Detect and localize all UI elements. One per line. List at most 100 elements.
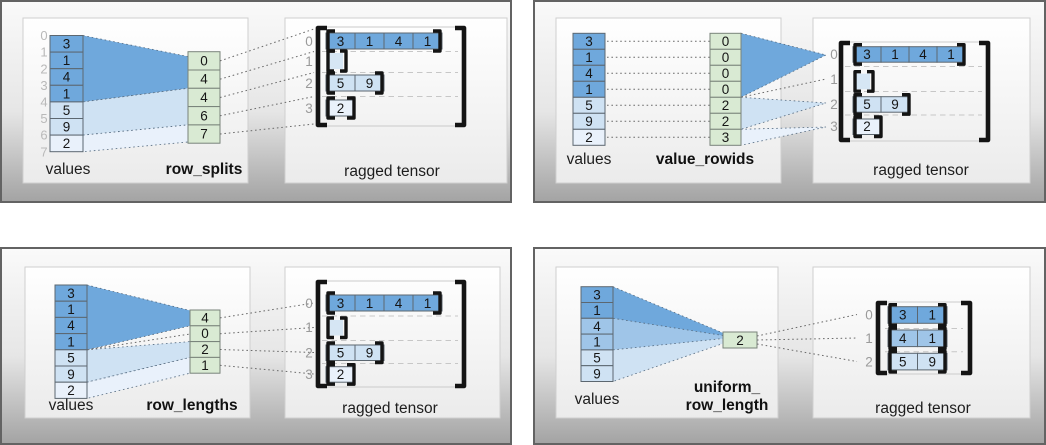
value-cell-text: 5 [63, 103, 71, 118]
svg-text:0: 0 [722, 66, 730, 81]
svg-text:2: 2 [40, 61, 47, 76]
row-splits-column: 0 4 4 6 7 [187, 51, 221, 144]
ragged-tensor: 0 1 2 3 3 1 4 1 5 9 2 [830, 40, 991, 143]
svg-text:3: 3 [40, 78, 47, 93]
tensor-row: 3 1 4 1 [852, 43, 966, 66]
connector-dotted-lines [219, 302, 315, 375]
param-label: row_lengths [146, 397, 237, 414]
svg-text:2: 2 [305, 345, 313, 360]
tensor-label: ragged tensor [875, 400, 971, 417]
value-cell-text: 2 [63, 136, 71, 151]
tensor-row-empty [326, 316, 348, 340]
values-column: 3 1 4 1 5 9 [580, 286, 614, 382]
param-cell-text: 4 [200, 72, 208, 87]
svg-text:1: 1 [947, 47, 955, 62]
svg-text:1: 1 [424, 34, 432, 49]
svg-text:2: 2 [722, 114, 730, 129]
svg-text:9: 9 [366, 76, 374, 91]
connector-dotted-lines [219, 28, 315, 135]
svg-text:0: 0 [305, 296, 313, 311]
tensor-right-bracket [961, 300, 973, 376]
svg-text:3: 3 [722, 130, 730, 145]
ragged-tensor: 0 1 2 3 3 1 4 1 5 9 [305, 25, 467, 128]
svg-text:1: 1 [929, 308, 937, 323]
param-label-line2: row_length [686, 397, 769, 414]
tensor-row-empty [853, 70, 875, 93]
svg-text:6: 6 [40, 128, 47, 143]
svg-text:0: 0 [722, 34, 730, 49]
value-cell-text: 3 [63, 37, 71, 52]
svg-text:4: 4 [40, 95, 47, 110]
values-label: values [575, 391, 620, 408]
svg-text:3: 3 [337, 296, 345, 311]
svg-text:5: 5 [67, 351, 75, 366]
svg-text:3: 3 [830, 119, 838, 134]
tensor-right-bracket [455, 279, 467, 389]
svg-text:5: 5 [593, 351, 601, 366]
tensor-row: 4 1 [887, 326, 948, 351]
svg-text:4: 4 [585, 66, 593, 81]
svg-text:1: 1 [201, 358, 209, 373]
svg-text:1: 1 [366, 296, 374, 311]
values-column: 3 1 4 1 5 9 2 [54, 284, 88, 399]
row-lengths-column: 4 0 2 1 [189, 309, 221, 374]
svg-text:0: 0 [40, 28, 47, 43]
svg-text:1: 1 [593, 303, 601, 318]
panel-uniform-row-length: 3 1 4 1 5 9 2 0 1 2 3 1 4 [533, 247, 1046, 445]
tensor-row: 3 1 4 1 [325, 291, 443, 315]
svg-text:2: 2 [337, 101, 345, 116]
svg-text:2: 2 [863, 119, 871, 134]
value-cell-text: 4 [63, 70, 71, 85]
svg-text:1: 1 [593, 335, 601, 350]
tensor-row: 3 1 4 1 [325, 29, 443, 53]
tensor-left-bracket [315, 25, 327, 128]
tensor-row: 2 [325, 363, 356, 386]
svg-text:3: 3 [863, 47, 871, 62]
svg-text:3: 3 [305, 101, 313, 116]
connector-dotted-lines [756, 314, 858, 362]
svg-text:9: 9 [891, 97, 899, 112]
svg-text:4: 4 [67, 318, 75, 333]
tensor-left-bracket [838, 40, 850, 143]
svg-text:9: 9 [366, 345, 374, 360]
values-label: values [49, 397, 94, 414]
param-label-line1: uniform_ [694, 379, 761, 396]
svg-text:5: 5 [585, 98, 593, 113]
svg-text:4: 4 [593, 319, 601, 334]
svg-text:3: 3 [585, 34, 593, 49]
svg-text:0: 0 [830, 47, 838, 62]
svg-text:2: 2 [305, 76, 313, 91]
tensor-left-bracket [875, 300, 887, 376]
param-cell-text: 7 [200, 127, 208, 142]
svg-text:1: 1 [366, 34, 374, 49]
svg-text:5: 5 [337, 345, 345, 360]
svg-text:1: 1 [67, 334, 75, 349]
svg-text:3: 3 [593, 287, 601, 302]
values-label: values [567, 151, 612, 168]
svg-text:1: 1 [424, 296, 432, 311]
svg-text:7: 7 [40, 144, 47, 159]
svg-text:1: 1 [40, 45, 47, 60]
svg-text:2: 2 [736, 333, 744, 348]
tensor-row: 5 9 [887, 349, 948, 374]
svg-text:0: 0 [722, 50, 730, 65]
param-label: row_splits [166, 161, 243, 178]
svg-text:9: 9 [585, 114, 593, 129]
values-label: values [46, 161, 91, 178]
ragged-tensor-box [812, 17, 1031, 184]
split-index-labels: 0 1 2 3 4 5 6 7 [40, 28, 47, 159]
tensor-left-bracket [315, 279, 327, 389]
svg-text:4: 4 [201, 310, 209, 325]
param-cell-text: 4 [200, 90, 208, 105]
svg-text:4: 4 [395, 296, 403, 311]
svg-text:9: 9 [593, 366, 601, 381]
tensor-row: 3 1 [887, 303, 948, 327]
ragged-tensor: 0 1 2 3 3 1 4 1 5 9 2 [305, 279, 467, 389]
svg-text:1: 1 [929, 331, 937, 346]
funnel-shapes [612, 286, 724, 383]
svg-text:3: 3 [337, 34, 345, 49]
svg-text:1: 1 [305, 320, 313, 335]
tensor-row: 5 9 [325, 341, 385, 365]
svg-text:9: 9 [67, 367, 75, 382]
